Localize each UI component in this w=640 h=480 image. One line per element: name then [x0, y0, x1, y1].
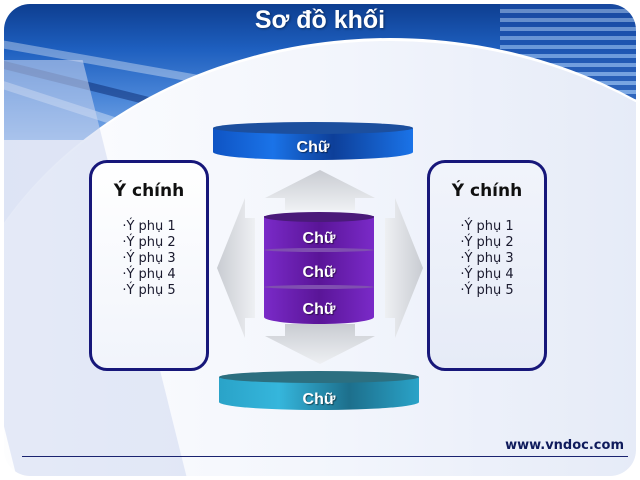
- center-stack-body: [264, 216, 374, 324]
- right-panel-list: ·Ý phụ 1 ·Ý phụ 2 ·Ý phụ 3 ·Ý phụ 4 ·Ý p…: [430, 219, 544, 299]
- arrow-down-icon: [265, 324, 375, 364]
- stack-divider: [264, 285, 374, 289]
- right-panel-heading: Ý chính: [451, 181, 523, 201]
- slide-title: Sơ đồ khối: [254, 6, 386, 34]
- list-item: ·Ý phụ 5: [122, 283, 176, 298]
- list-item: ·Ý phụ 5: [460, 283, 514, 298]
- right-panel: Ý chính ·Ý phụ 1 ·Ý phụ 2 ·Ý phụ 3 ·Ý ph…: [427, 160, 547, 371]
- arrow-up-icon: [265, 170, 375, 210]
- bottom-cylinder-label: Chữ: [302, 391, 336, 408]
- stack-divider: [264, 248, 374, 252]
- arrow-left-icon: [217, 198, 255, 338]
- arrow-right-icon: [385, 198, 423, 338]
- list-item: ·Ý phụ 4: [122, 267, 176, 282]
- bottom-cylinder: Chữ: [219, 371, 419, 411]
- left-panel-list: ·Ý phụ 1 ·Ý phụ 2 ·Ý phụ 3 ·Ý phụ 4 ·Ý p…: [92, 219, 206, 299]
- top-cylinder-label: Chữ: [296, 139, 330, 156]
- center-stack-lid: [264, 212, 374, 222]
- list-item: ·Ý phụ 2: [122, 235, 176, 250]
- top-cylinder: Chữ: [213, 122, 413, 162]
- top-cylinder-lid: [213, 122, 413, 134]
- list-item: ·Ý phụ 4: [460, 267, 514, 282]
- footer-divider: [22, 456, 628, 457]
- list-item: ·Ý phụ 1: [460, 219, 514, 234]
- list-item: ·Ý phụ 3: [460, 251, 514, 266]
- center-stack: Chữ Chữ Chữ: [264, 212, 374, 324]
- list-item: ·Ý phụ 3: [122, 251, 176, 266]
- stack-label-2: Chữ: [302, 264, 336, 281]
- left-panel-heading: Ý chính: [113, 181, 185, 201]
- stack-label-3: Chữ: [302, 301, 336, 318]
- bottom-cylinder-lid: [219, 371, 419, 383]
- list-item: ·Ý phụ 1: [122, 219, 176, 234]
- list-item: ·Ý phụ 2: [460, 235, 514, 250]
- left-panel: Ý chính ·Ý phụ 1 ·Ý phụ 2 ·Ý phụ 3 ·Ý ph…: [89, 160, 209, 371]
- stack-label-1: Chữ: [302, 230, 336, 247]
- footer-url: www.vndoc.com: [505, 438, 624, 453]
- arrows-graphic: [217, 170, 423, 364]
